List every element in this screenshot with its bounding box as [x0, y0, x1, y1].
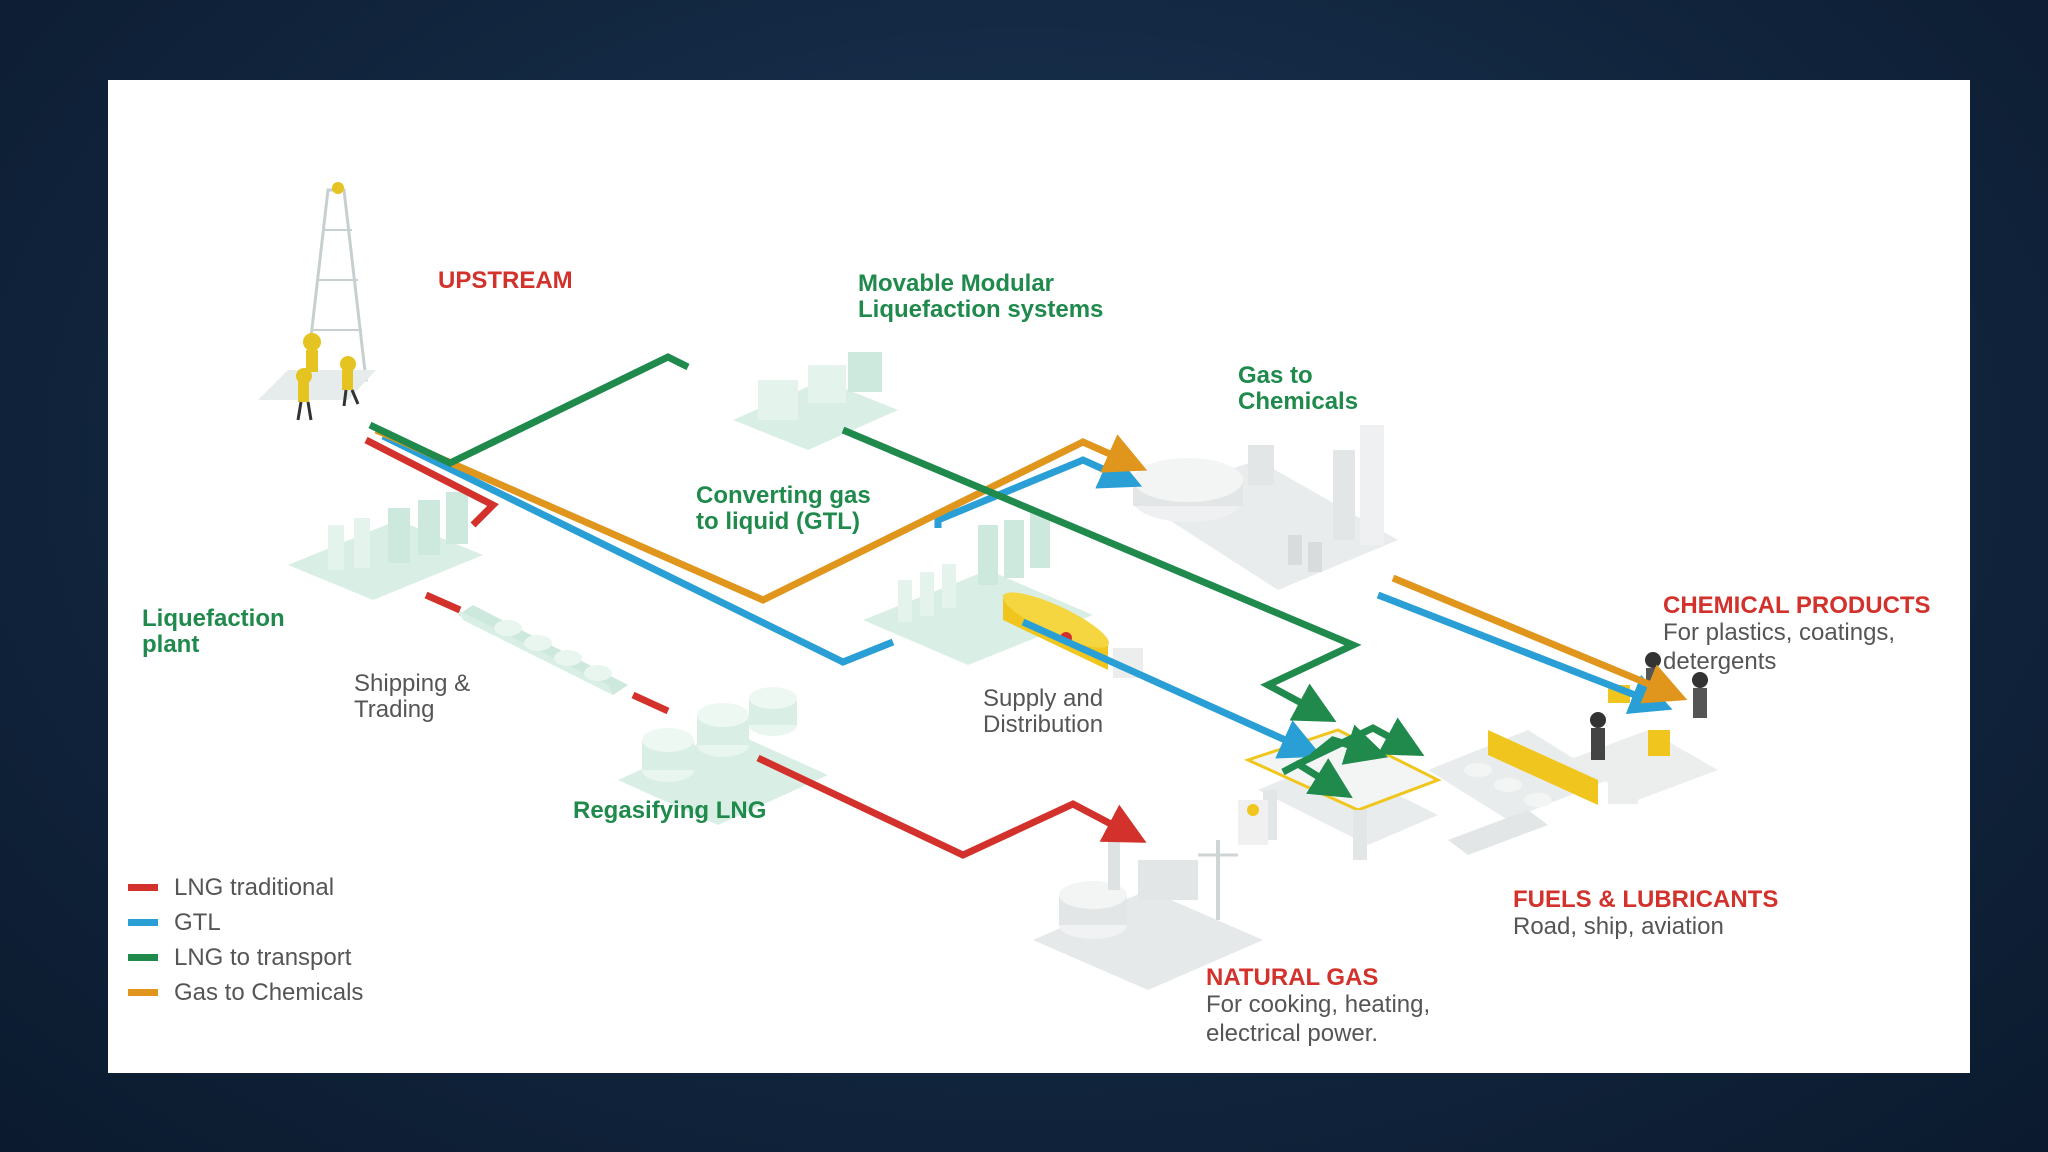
lng-traditional-line-1	[364, 436, 499, 528]
diagram-slide: UPSTREAM Movable Modular Liquefaction sy…	[108, 80, 1970, 1073]
lng-traditional-line-2	[424, 591, 462, 614]
modular-label: Movable Modular Liquefaction systems	[858, 270, 1104, 323]
fuels-lubricants-block: FUELS & LUBRICANTS Road, ship, aviation	[1513, 886, 1779, 940]
gtl-label: Converting gas to liquid (GTL)	[696, 482, 871, 535]
legend-swatch	[128, 919, 158, 926]
gtl-to-fuels-line	[1021, 618, 1323, 759]
gas-chemicals-flow-line	[374, 426, 1148, 604]
lng-traditional-line-4	[756, 754, 1147, 859]
chemical-products-block: CHEMICAL PRODUCTS For plastics, coatings…	[1663, 592, 1931, 675]
legend-swatch	[128, 989, 158, 996]
regasifying-label: Regasifying LNG	[573, 797, 767, 824]
chemicals-to-products-blue-line	[1376, 591, 1673, 714]
value-chain-diagram	[258, 182, 1718, 990]
legend-swatch	[128, 884, 158, 891]
liquefaction-plant-label: Liquefaction plant	[142, 605, 285, 658]
modular-liquefaction-icon	[733, 352, 898, 450]
gtl-flow-line	[381, 432, 895, 666]
power-plant-icon	[1033, 840, 1263, 990]
chemicals-plant-icon	[1133, 425, 1398, 590]
legend-item-gas-chemicals: Gas to Chemicals	[128, 975, 363, 1010]
fuels-lubricants-title: FUELS & LUBRICANTS	[1513, 886, 1779, 913]
legend: LNG traditional GTL LNG to transport Gas…	[128, 870, 363, 1010]
legend-item-gtl: GTL	[128, 905, 363, 940]
fuels-distribution-line-3	[1310, 724, 1389, 765]
liquefaction-plant-icon	[288, 492, 483, 600]
legend-item-lng-transport: LNG to transport	[128, 940, 363, 975]
shipping-trading-label: Shipping & Trading	[354, 670, 471, 723]
supply-distribution-label: Supply and Distribution	[983, 685, 1104, 738]
legend-item-lng-traditional: LNG traditional	[128, 870, 363, 905]
lng-traditional-line-3	[631, 691, 670, 715]
regas-facility-icon	[618, 687, 828, 825]
natural-gas-title: NATURAL GAS	[1206, 964, 1379, 991]
chemical-products-title: CHEMICAL PRODUCTS	[1663, 592, 1931, 619]
lng-transport-flow-line	[368, 353, 690, 467]
chemicals-to-products-orange-line	[1391, 574, 1688, 704]
upstream-label: UPSTREAM	[438, 267, 573, 294]
modular-to-fuels-line	[841, 426, 1362, 722]
lng-ship-icon	[458, 605, 628, 695]
gtl-plant-icon	[863, 512, 1093, 665]
natural-gas-block: NATURAL GAS For cooking, heating, electr…	[1206, 964, 1431, 1047]
upstream-rig-icon	[258, 182, 376, 421]
gas-to-chemicals-label: Gas to Chemicals	[1238, 362, 1359, 415]
legend-swatch	[128, 954, 158, 961]
